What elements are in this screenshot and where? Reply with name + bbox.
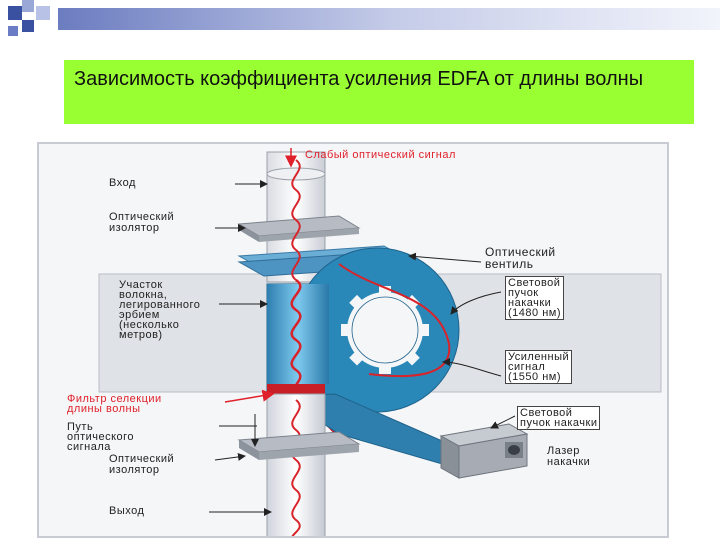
label-isolator-bottom: Оптический изолятор [109, 453, 175, 476]
signal-wave-top [291, 159, 301, 281]
decor-square [22, 0, 34, 12]
label-amplified-signal: Усиленный сигнал (1550 нм) [505, 350, 573, 384]
label-signal-path: Путь оптического сигнала [67, 421, 135, 453]
pump-laser [439, 423, 529, 479]
slide-title-box: Зависимость коэффициента усиления EDFA о… [64, 60, 694, 124]
label-weak-signal: Слабый оптический сигнал [305, 149, 456, 161]
label-input: Вход [109, 177, 136, 189]
output-fiber-tube [266, 393, 326, 536]
label-fiber-section: Участок волокна, легированного эрбием (н… [119, 279, 201, 341]
label-pump-beam: Световой пучок накачки (1480 нм) [505, 276, 564, 320]
top-decor-bar [58, 8, 720, 30]
label-pump-beam-bottom: Световой пучок накачки [517, 406, 601, 430]
decor-square [36, 6, 50, 20]
decor-square [22, 20, 34, 32]
signal-wave-bottom [291, 399, 301, 536]
decor-square [8, 26, 18, 36]
slide-title: Зависимость коэффициента усиления EDFA о… [74, 68, 644, 90]
signal-wave-amplified [290, 278, 302, 402]
edfa-diagram: Слабый оптический сигнал Вход Оптический… [37, 142, 669, 538]
label-output: Выход [109, 505, 145, 517]
label-optical-valve: Оптический вентиль [485, 245, 556, 271]
label-selection-filter: Фильтр селекции длины волны [67, 393, 162, 415]
label-pump-laser: Лазер накачки [547, 445, 591, 468]
label-isolator-top: Оптический изолятор [109, 211, 175, 234]
gear-hole [341, 286, 429, 374]
edfa-diagram-graphic [98, 148, 662, 536]
wavelength-filter [267, 384, 325, 394]
decor-square [8, 6, 22, 20]
